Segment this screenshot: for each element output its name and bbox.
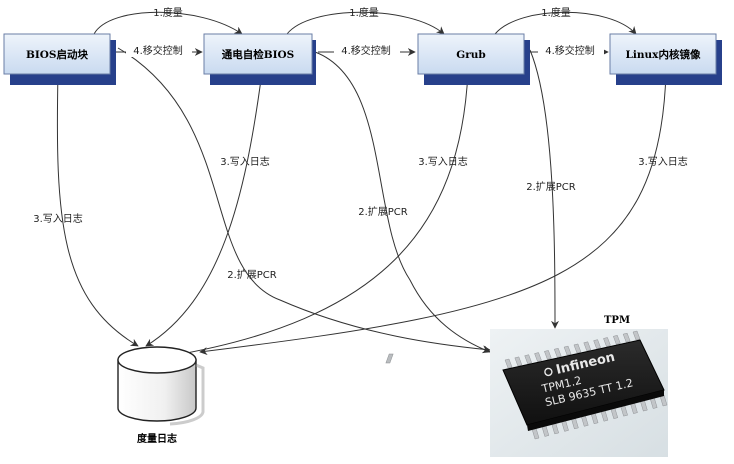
node-grub: Grub (417, 33, 530, 85)
node-post-bios-label: 通电自检BIOS (222, 48, 295, 61)
label-extend-pcr-1: 2.扩展PCR (227, 268, 277, 281)
label-write-log-2: 3.写入日志 (220, 155, 270, 168)
edge-linux-to-log (199, 71, 667, 356)
edge-bios-to-log (56, 71, 139, 347)
label-extend-pcr-2: 2.扩展PCR (358, 205, 408, 218)
label-write-log-1: 3.写入日志 (33, 212, 83, 225)
edge-grub-to-tpm (529, 49, 559, 329)
edge-grub-to-log (169, 71, 469, 359)
edge-measure-2 (286, 11, 445, 35)
label-transfer-3: 4.移交控制 (545, 44, 595, 57)
tpm-chip-image: Infineon TPM1.2 SLB 9635 TT 1.2 (385, 329, 668, 457)
edges-extend-pcr (117, 47, 559, 354)
edge-measure-3 (494, 11, 637, 35)
label-measure-3: 1.度量 (541, 6, 571, 19)
database-cylinder-icon (117, 346, 205, 426)
tpm-caption: TPM (604, 315, 630, 326)
edge-measure-1 (93, 11, 243, 35)
edges-write-log (56, 71, 667, 359)
label-write-log-3: 3.写入日志 (418, 155, 468, 168)
node-bios-boot: BIOS启动块 (3, 33, 116, 85)
edges-measure (93, 11, 637, 35)
node-post-bios: 通电自检BIOS (203, 33, 316, 85)
node-bios-boot-label: BIOS启动块 (26, 48, 89, 61)
node-grub-label: Grub (456, 49, 485, 61)
label-extend-pcr-3: 2.扩展PCR (526, 180, 576, 193)
label-transfer-1: 4.移交控制 (133, 44, 183, 57)
node-linux-kernel-label: Linux内核镜像 (626, 48, 701, 61)
label-transfer-2: 4.移交控制 (341, 44, 391, 57)
edge-labels: 1.度量 1.度量 1.度量 4.移交控制 4.移交控制 4.移交控制 3.写入… (33, 6, 688, 281)
edge-post-to-log (145, 71, 263, 347)
label-write-log-4: 3.写入日志 (638, 155, 688, 168)
edge-bios-to-tpm (117, 47, 491, 354)
label-measure-2: 1.度量 (349, 6, 379, 19)
label-measure-1: 1.度量 (153, 6, 183, 19)
node-linux-kernel: Linux内核镜像 (609, 33, 722, 85)
edge-post-to-tpm (314, 51, 491, 354)
log-caption: 度量日志 (137, 432, 177, 445)
